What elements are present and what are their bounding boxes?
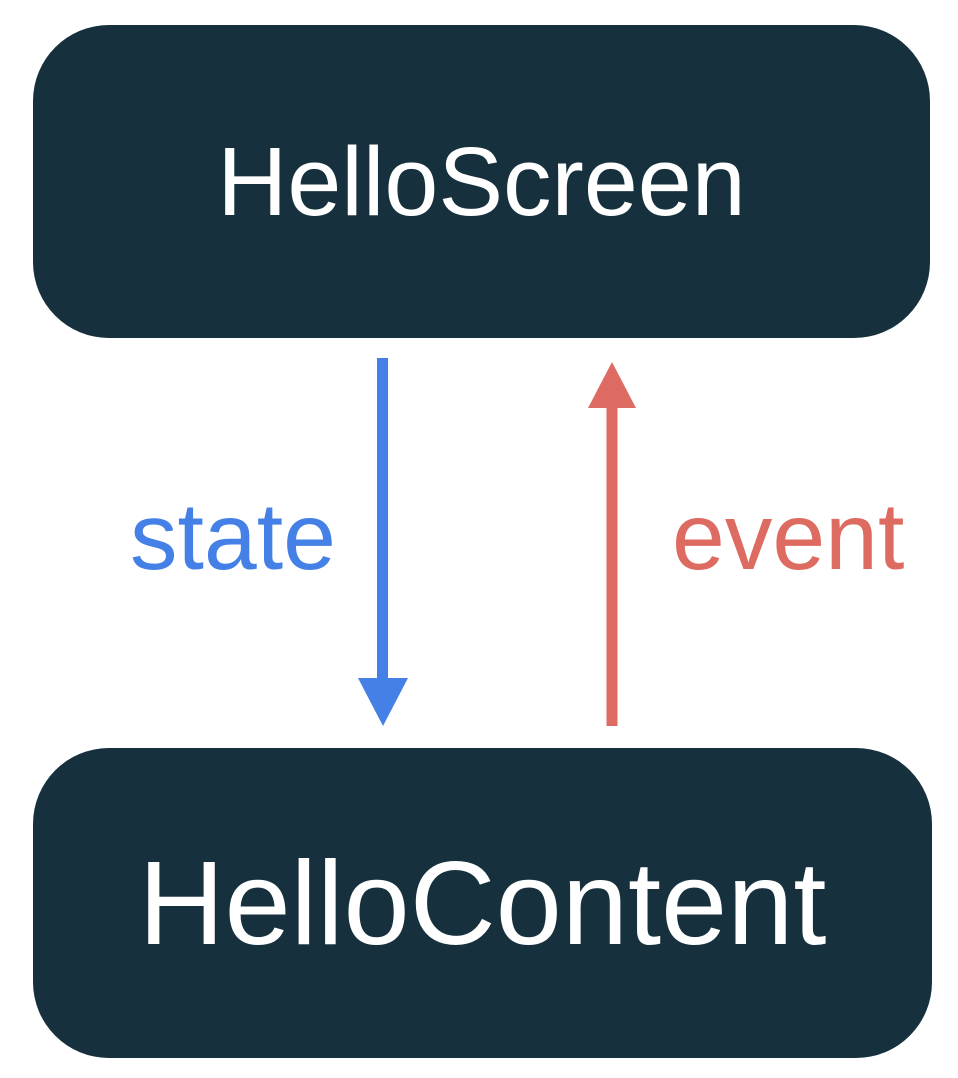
state-arrow-shaft <box>377 358 388 683</box>
event-edge-label: event <box>672 484 905 590</box>
event-arrow-shaft <box>606 406 618 726</box>
node-helloscreen-label: HelloScreen <box>217 126 746 236</box>
event-arrowhead <box>588 362 636 408</box>
state-arrow-down-icon <box>358 358 408 726</box>
state-arrowhead <box>358 678 408 726</box>
node-hellocontent: HelloContent <box>33 748 932 1058</box>
node-hellocontent-label: HelloContent <box>138 836 827 970</box>
event-arrow-up-icon <box>588 362 636 726</box>
node-helloscreen: HelloScreen <box>33 25 930 338</box>
state-edge-label: state <box>130 484 336 590</box>
